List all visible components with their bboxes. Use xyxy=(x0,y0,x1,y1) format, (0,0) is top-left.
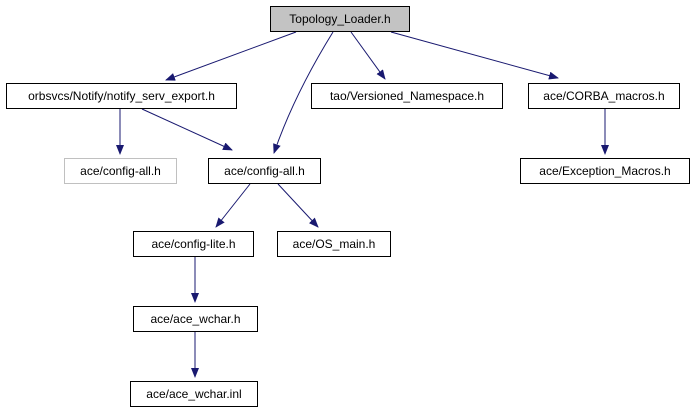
node-config-lite[interactable]: ace/config-lite.h xyxy=(133,231,254,257)
node-config-all-duplicate[interactable]: ace/config-all.h xyxy=(64,158,177,184)
node-notify-serv-export[interactable]: orbsvcs/Notify/notify_serv_export.h xyxy=(6,83,237,109)
edge-topology-to-notify xyxy=(165,31,297,81)
node-exception-macros[interactable]: ace/Exception_Macros.h xyxy=(520,158,690,184)
node-config-all[interactable]: ace/config-all.h xyxy=(208,158,321,184)
node-versioned-namespace[interactable]: tao/Versioned_Namespace.h xyxy=(311,83,503,109)
edge-config-all-to-config-lite xyxy=(215,183,251,228)
node-os-main[interactable]: ace/OS_main.h xyxy=(277,231,391,257)
edge-topology-to-versioned-namespace xyxy=(350,31,386,80)
edge-topology-to-config-all xyxy=(273,31,334,154)
node-ace-wchar-inl[interactable]: ace/ace_wchar.inl xyxy=(130,381,258,407)
node-topology-loader[interactable]: Topology_Loader.h xyxy=(270,6,410,32)
node-corba-macros[interactable]: ace/CORBA_macros.h xyxy=(528,83,680,109)
edge-topology-to-corba-macros xyxy=(390,31,559,80)
edge-config-all-to-os-main xyxy=(277,183,319,228)
node-ace-wchar-h[interactable]: ace/ace_wchar.h xyxy=(133,306,258,332)
edge-notify-to-config-all xyxy=(141,108,233,151)
